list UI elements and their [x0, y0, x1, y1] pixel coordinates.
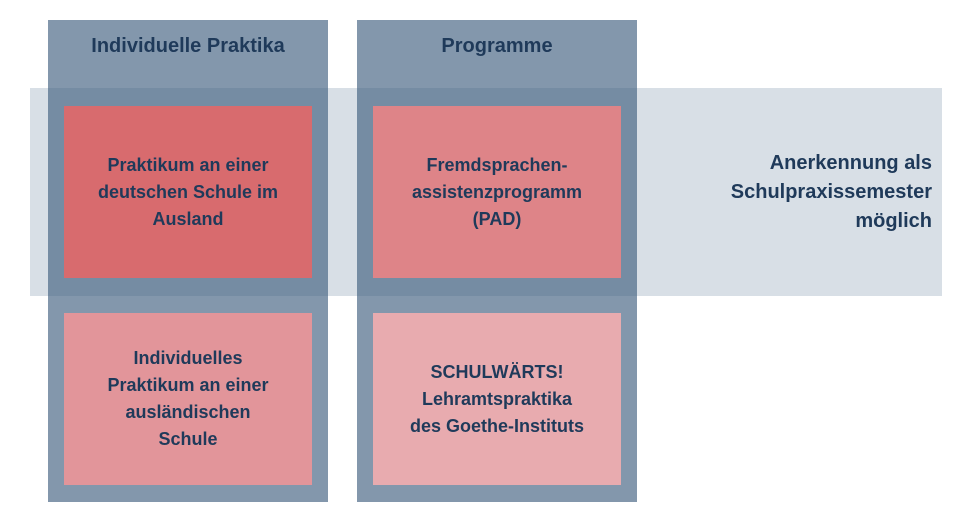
box-praktikum-deutsche-schule: Praktikum an einer deutschen Schule im A… — [64, 106, 312, 278]
box-schulwaerts: SCHULWÄRTS! Lehramtspraktika des Goethe-… — [373, 313, 621, 485]
column-header-programme: Programme — [441, 34, 553, 57]
box-fremdsprachenassistenz: Fremdsprachen- assistenzprogramm (PAD) — [373, 106, 621, 278]
column-header-individuelle-praktika: Individuelle Praktika — [91, 34, 285, 57]
recognition-note: Anerkennung als Schulpraxissemester mögl… — [730, 151, 932, 232]
box-individuelles-praktikum: Individuelles Praktikum an einer ausländ… — [64, 313, 312, 485]
